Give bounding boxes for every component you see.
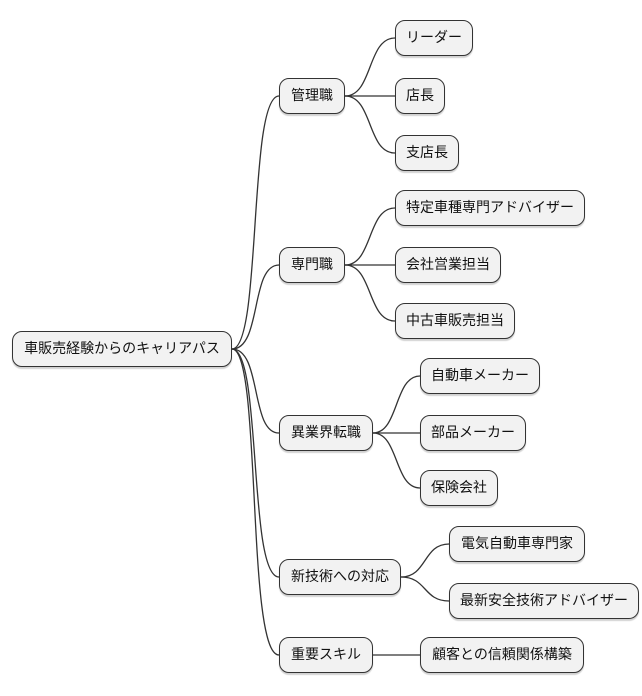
edge-specialist-advisor [344, 207, 396, 266]
edge-root-specialist [231, 264, 280, 350]
edge-root-key-skill [231, 348, 280, 656]
edge-industry-auto-maker [372, 375, 421, 434]
edge-management-branch-manager [344, 95, 396, 154]
mindmap-node-management: 管理職 [279, 78, 345, 114]
mindmap-node-customer-trust: 顧客との信頼関係構築 [420, 637, 584, 673]
mindmap-node-root: 車販売経験からのキャリアパス [12, 331, 232, 367]
mindmap-node-ev-expert: 電気自動車専門家 [449, 526, 585, 562]
mindmap-node-key-skill: 重要スキル [279, 637, 373, 673]
edge-newtech-safety-advisor [400, 576, 450, 602]
mindmap-node-model-advisor: 特定車種専門アドバイザー [395, 190, 585, 226]
mindmap-node-used-car-sales: 中古車販売担当 [395, 303, 515, 339]
mindmap-node-store-manager: 店長 [395, 78, 445, 114]
mindmap-node-leader: リーダー [395, 20, 473, 56]
mindmap-node-specialist: 専門職 [279, 247, 345, 283]
mindmap-node-parts-maker: 部品メーカー [420, 415, 526, 451]
edge-industry-insurance [372, 432, 421, 489]
mindmap-node-auto-maker: 自動車メーカー [420, 358, 540, 394]
mindmap-node-safety-advisor: 最新安全技術アドバイザー [449, 583, 639, 619]
edge-root-new-tech [231, 348, 280, 578]
edge-management-leader [344, 37, 396, 97]
mindmap-node-insurance-company: 保険会社 [420, 470, 498, 506]
edge-specialist-used-car [344, 264, 396, 322]
edge-root-management [231, 95, 280, 350]
mindmap-node-industry-change: 異業界転職 [279, 415, 373, 451]
mindmap-node-new-tech: 新技術への対応 [279, 559, 401, 595]
mindmap-node-corporate-sales: 会社営業担当 [395, 247, 501, 283]
edge-root-industry-change [231, 348, 280, 434]
edge-newtech-ev-expert [400, 543, 450, 578]
mindmap-node-branch-manager: 支店長 [395, 135, 459, 171]
